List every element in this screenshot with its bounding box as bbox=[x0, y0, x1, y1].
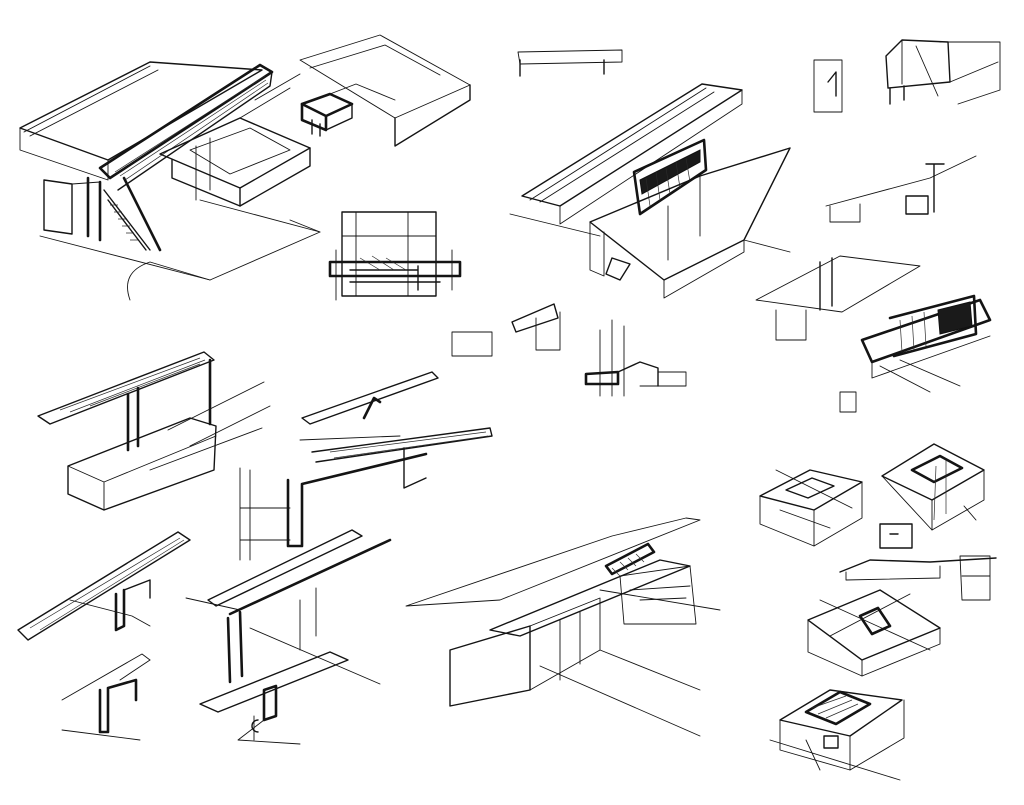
upper-left-plan-detail bbox=[328, 211, 462, 301]
upper-center-floating-box bbox=[517, 49, 623, 77]
upper-center-cantilever-house bbox=[509, 83, 791, 299]
upper-left-house-with-courtyard bbox=[19, 61, 321, 301]
upper-left-small-deck-sketch bbox=[299, 34, 471, 147]
lower-center-long-house bbox=[405, 517, 721, 737]
upper-center-small-elevations bbox=[451, 303, 687, 397]
right-lower-courtyard-boxes bbox=[759, 443, 997, 781]
middle-left-roof-section-studies bbox=[17, 351, 493, 745]
right-middle-cantilever-perspective bbox=[755, 255, 992, 413]
upper-right-small-elevations bbox=[813, 39, 1001, 223]
